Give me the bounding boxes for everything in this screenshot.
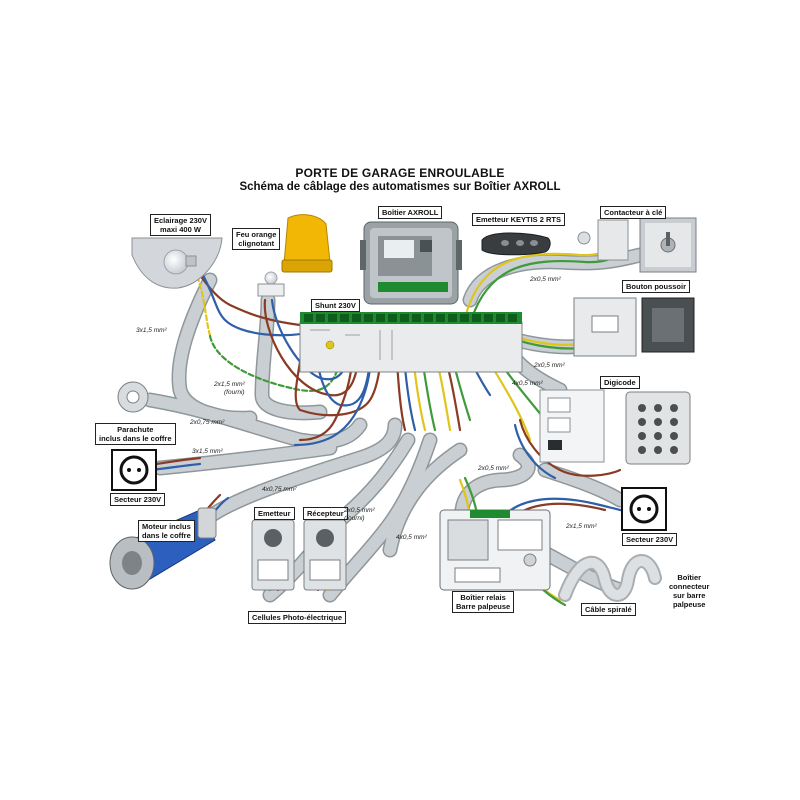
wire-label-w6-line2: (fourni) (344, 515, 365, 522)
label-relais: Boîtier relais Barre palpeuse (452, 591, 515, 613)
label-connecteur-line3: sur barre (672, 591, 706, 600)
label-parachute-line1: Parachute (117, 425, 154, 434)
diagram-subtitle: Schéma de câblage des automatismes sur B… (239, 181, 561, 193)
label-recepteur: Récepteur (303, 507, 348, 520)
axroll-box (360, 221, 462, 305)
diagram-title: PORTE DE GARAGE ENROULABLE (295, 166, 505, 180)
label-shunt: Shunt 230V (311, 299, 360, 312)
label-connecteur-line1: Boîtier (677, 573, 702, 582)
wire-label-w7: 4x0,5 mm² (396, 534, 427, 541)
label-eclairage-line1: Eclairage 230V (154, 216, 207, 225)
label-relais-line2: Barre palpeuse (456, 602, 511, 611)
label-secteur-left: Secteur 230V (110, 493, 166, 506)
digicode-icon (539, 389, 691, 465)
flashing-light-icon (281, 214, 333, 273)
wire-label-w9: 2x0,5 mm² (530, 276, 561, 283)
label-parachute: Parachute inclus dans le coffre (95, 423, 176, 445)
lamp-icon (131, 237, 223, 289)
wire-label-w6: 2x0,5 mm² (fourni) (344, 507, 375, 523)
label-eclairage: Eclairage 230V maxi 400 W (150, 214, 211, 236)
wire-label-w1: 3x1,5 mm² (136, 327, 167, 334)
label-secteur-right: Secteur 230V (622, 533, 678, 546)
label-connecteur-line4: palpeuse (672, 600, 706, 609)
key-switch-icon (577, 217, 697, 273)
label-digicode: Digicode (600, 376, 640, 389)
wire-label-w6-line1: 2x0,5 mm² (344, 507, 375, 514)
label-parachute-line2: inclus dans le coffre (99, 434, 172, 443)
label-relais-line1: Boîtier relais (460, 593, 506, 602)
wire-label-w8: 2x0,5 mm² (478, 465, 509, 472)
label-bouton-poussoir: Bouton poussoir (622, 280, 690, 293)
label-boitier-axroll: Boîtier AXROLL (378, 206, 443, 219)
label-cable-spirale: Câble spiralé (581, 603, 636, 616)
label-eclairage-line2: maxi 400 W (160, 225, 201, 234)
terminal-block (299, 312, 523, 373)
wire-label-w3: 2x0,75 mm² (190, 419, 225, 426)
spiral-cable-icon (558, 554, 662, 602)
label-feu-line2: clignotant (238, 239, 275, 248)
photocell-receiver-icon (303, 519, 347, 591)
socket-right-icon (621, 487, 667, 531)
label-connecteur-line2: connecteur (669, 582, 710, 591)
digicode-keys (638, 404, 678, 454)
small-bulb-icon (257, 271, 285, 297)
label-cellules: Cellules Photo-électrique (248, 611, 347, 624)
label-moteur-line2: dans le coffre (142, 531, 191, 540)
wire-label-w2-line1: 2x1,5 mm² (214, 381, 245, 388)
label-feu-line1: Feu orange (236, 230, 277, 239)
label-moteur-line1: Moteur inclus (142, 522, 191, 531)
terminal-screws (304, 314, 517, 322)
wire-label-w4: 3x1,5 mm² (192, 448, 223, 455)
wire-label-w11: 2x0,5 mm² (534, 362, 565, 369)
shunt-connector (325, 340, 335, 350)
label-contacteur: Contacteur à clé (600, 206, 667, 219)
label-emetteur: Emetteur (254, 507, 295, 520)
wire-label-w12: 2x1,5 mm² (566, 523, 597, 530)
parachute-icon (117, 381, 149, 413)
relay-box-icon (439, 509, 551, 591)
wire-label-w2: 2x1,5 mm² (fourni) (214, 381, 245, 397)
wire-label-w2-line2: (fourni) (224, 389, 245, 396)
label-emetteur-keytis: Emetteur KEYTIS 2 RTS (472, 213, 566, 226)
socket-left-icon (111, 449, 157, 491)
label-connecteur: Boîtier connecteur sur barre palpeuse (666, 572, 712, 610)
push-button-icon (573, 297, 695, 357)
wire-label-w10: 4x0,5 mm² (512, 380, 543, 387)
label-feu: Feu orange clignotant (232, 228, 281, 250)
label-moteur: Moteur inclus dans le coffre (138, 520, 195, 542)
photocell-emitter-icon (251, 519, 295, 591)
keytis-remote-icon (481, 232, 551, 256)
wire-label-w5: 4x0,75 mm² (262, 486, 297, 493)
